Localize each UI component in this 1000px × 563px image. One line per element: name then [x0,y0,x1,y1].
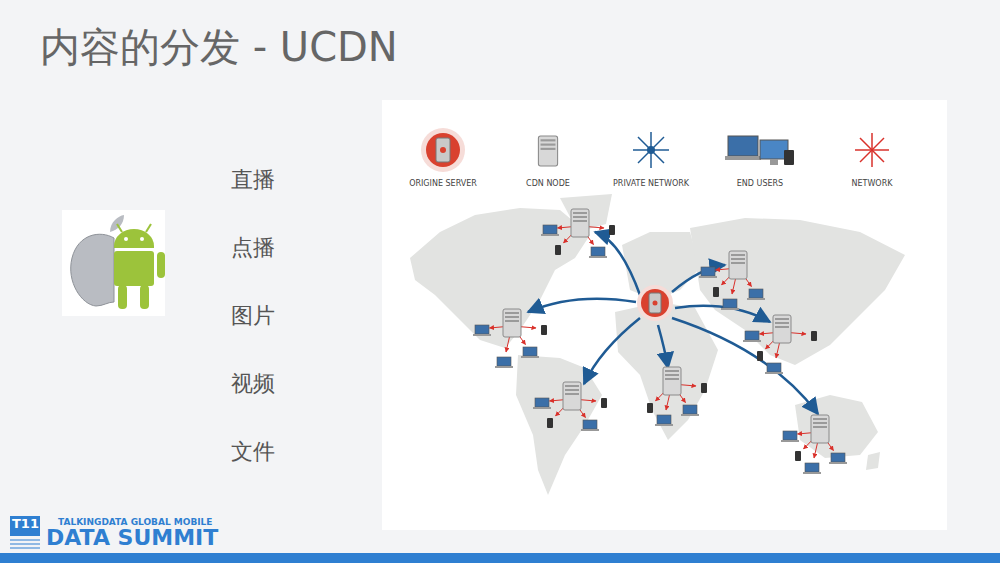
laptop-icon [497,357,511,366]
laptop-icon [543,225,557,234]
laptop-base [699,276,717,278]
phone-icon [757,351,763,361]
laptop-icon [745,331,759,340]
legend-label: PRIVATE NETWORK [601,179,701,189]
laptop-base [747,298,765,300]
laptop-base [533,407,551,409]
laptop-icon [657,415,671,424]
phone-icon [713,287,719,297]
laptop-icon [523,347,537,356]
phone-icon [795,451,801,461]
laptop-base [721,308,739,310]
laptop-icon [831,453,845,462]
menu-item: 图片 [231,303,275,329]
laptop-base [495,366,513,368]
laptop-icon [475,325,489,334]
slide-title: 内容的分发 - UCDN [40,22,398,72]
footer-brand: DATA SUMMIT [46,525,218,551]
laptop-base [781,440,799,442]
laptop-base [521,356,539,358]
laptop-icon [591,247,605,256]
origin-server [637,285,673,321]
menu-item: 视频 [231,371,275,397]
laptop-base [765,372,783,374]
menu-item: 点播 [231,235,275,261]
cdn-node-icon [729,251,747,279]
phone-icon [547,418,553,428]
continents [410,194,905,495]
legend-icons [421,128,889,172]
laptop-base [829,462,847,464]
laptop-icon [767,363,781,372]
distribution-arrows [528,232,818,414]
phone-icon [541,325,547,335]
cdn-node-icon [503,309,521,337]
laptop-base [581,429,599,431]
laptop-icon [783,431,797,440]
laptop-icon [535,398,549,407]
laptop-base [655,424,673,426]
legend-label: NETWORK [822,179,922,189]
cdn-nodes [473,209,847,474]
laptop-base [681,414,699,416]
laptop-base [589,256,607,258]
map-panel [382,100,947,530]
phone-icon [811,331,817,341]
laptop-icon [749,289,763,298]
menu-item: 文件 [231,439,275,465]
laptop-base [803,472,821,474]
cdn-node-icon [563,382,581,410]
legend-label: CDN NODE [498,179,598,189]
laptop-icon [805,463,819,472]
phone-icon [701,383,707,393]
laptop-icon [683,405,697,414]
badge-grid [10,540,40,548]
cdn-node-icon [571,209,589,237]
footer-bar [0,553,1000,563]
cdn-node-icon [773,315,791,343]
cdn-node-icon [811,415,829,443]
apple-android-logo [62,210,165,316]
laptop-base [541,234,559,236]
phone-icon [601,398,607,408]
cdn-node-icon [663,367,681,395]
legend-label: END USERS [710,179,810,189]
phone-icon [555,245,561,255]
badge-text: T11 [12,516,39,532]
laptop-icon [583,420,597,429]
laptop-icon [701,267,715,276]
legend-label: ORIGINE SERVER [393,179,493,189]
phone-icon [609,225,615,235]
phone-icon [647,403,653,413]
t11-badge [10,516,40,536]
laptop-base [473,334,491,336]
laptop-icon [723,299,737,308]
menu-item: 直播 [231,167,275,193]
laptop-base [743,340,761,342]
